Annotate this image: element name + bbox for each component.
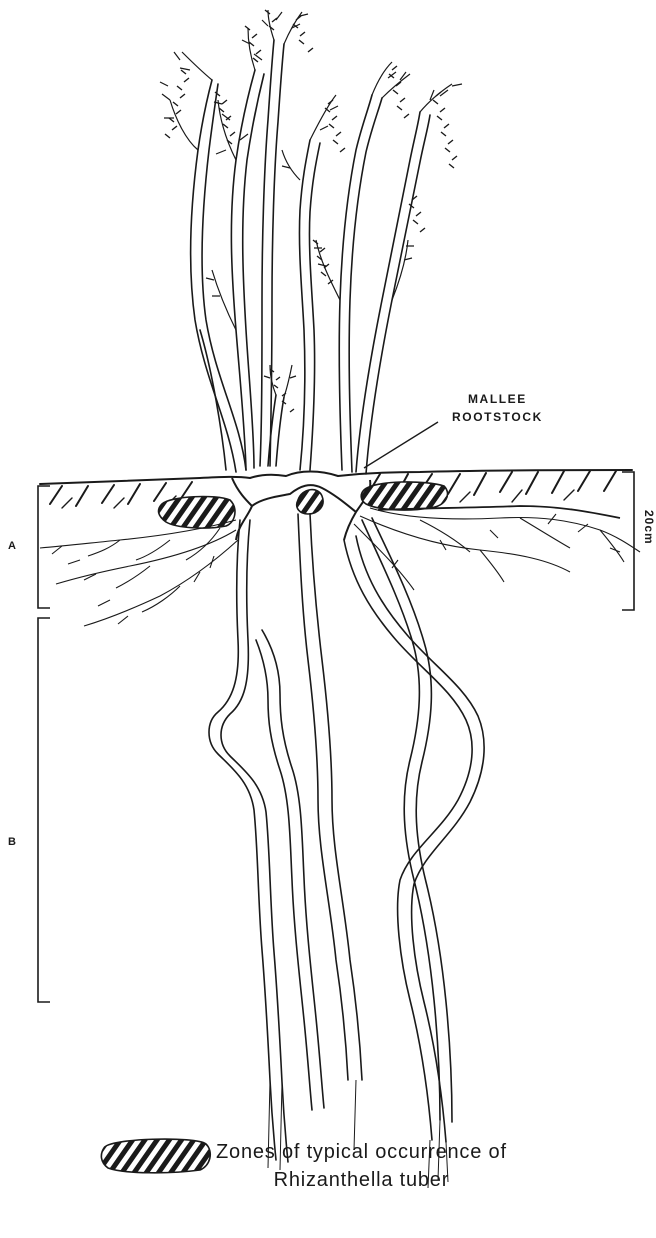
zone-b-label: B <box>8 836 16 848</box>
ground-surface <box>40 470 632 508</box>
rootstock-leader-line <box>364 422 438 468</box>
zone-a-label: A <box>8 540 16 552</box>
deep-roots <box>209 514 484 1162</box>
rootstock-label: MALLEE ROOTSTOCK <box>452 390 543 426</box>
legend-tuber-swatch <box>101 1139 210 1173</box>
rootstock-label-line2: ROOTSTOCK <box>452 408 543 426</box>
rootstock-label-line1: MALLEE <box>452 390 543 408</box>
scale-label: 20cm <box>642 510 656 545</box>
legend-line2: Rhizanthella tuber <box>216 1166 507 1194</box>
mallee-stems <box>191 40 430 474</box>
legend-caption: Zones of typical occurrence of Rhizanthe… <box>216 1138 507 1194</box>
legend-line1: Zones of typical occurrence of <box>216 1138 507 1166</box>
lateral-roots <box>40 506 640 626</box>
tuber-zones <box>159 482 448 528</box>
zone-brackets <box>38 472 634 1002</box>
